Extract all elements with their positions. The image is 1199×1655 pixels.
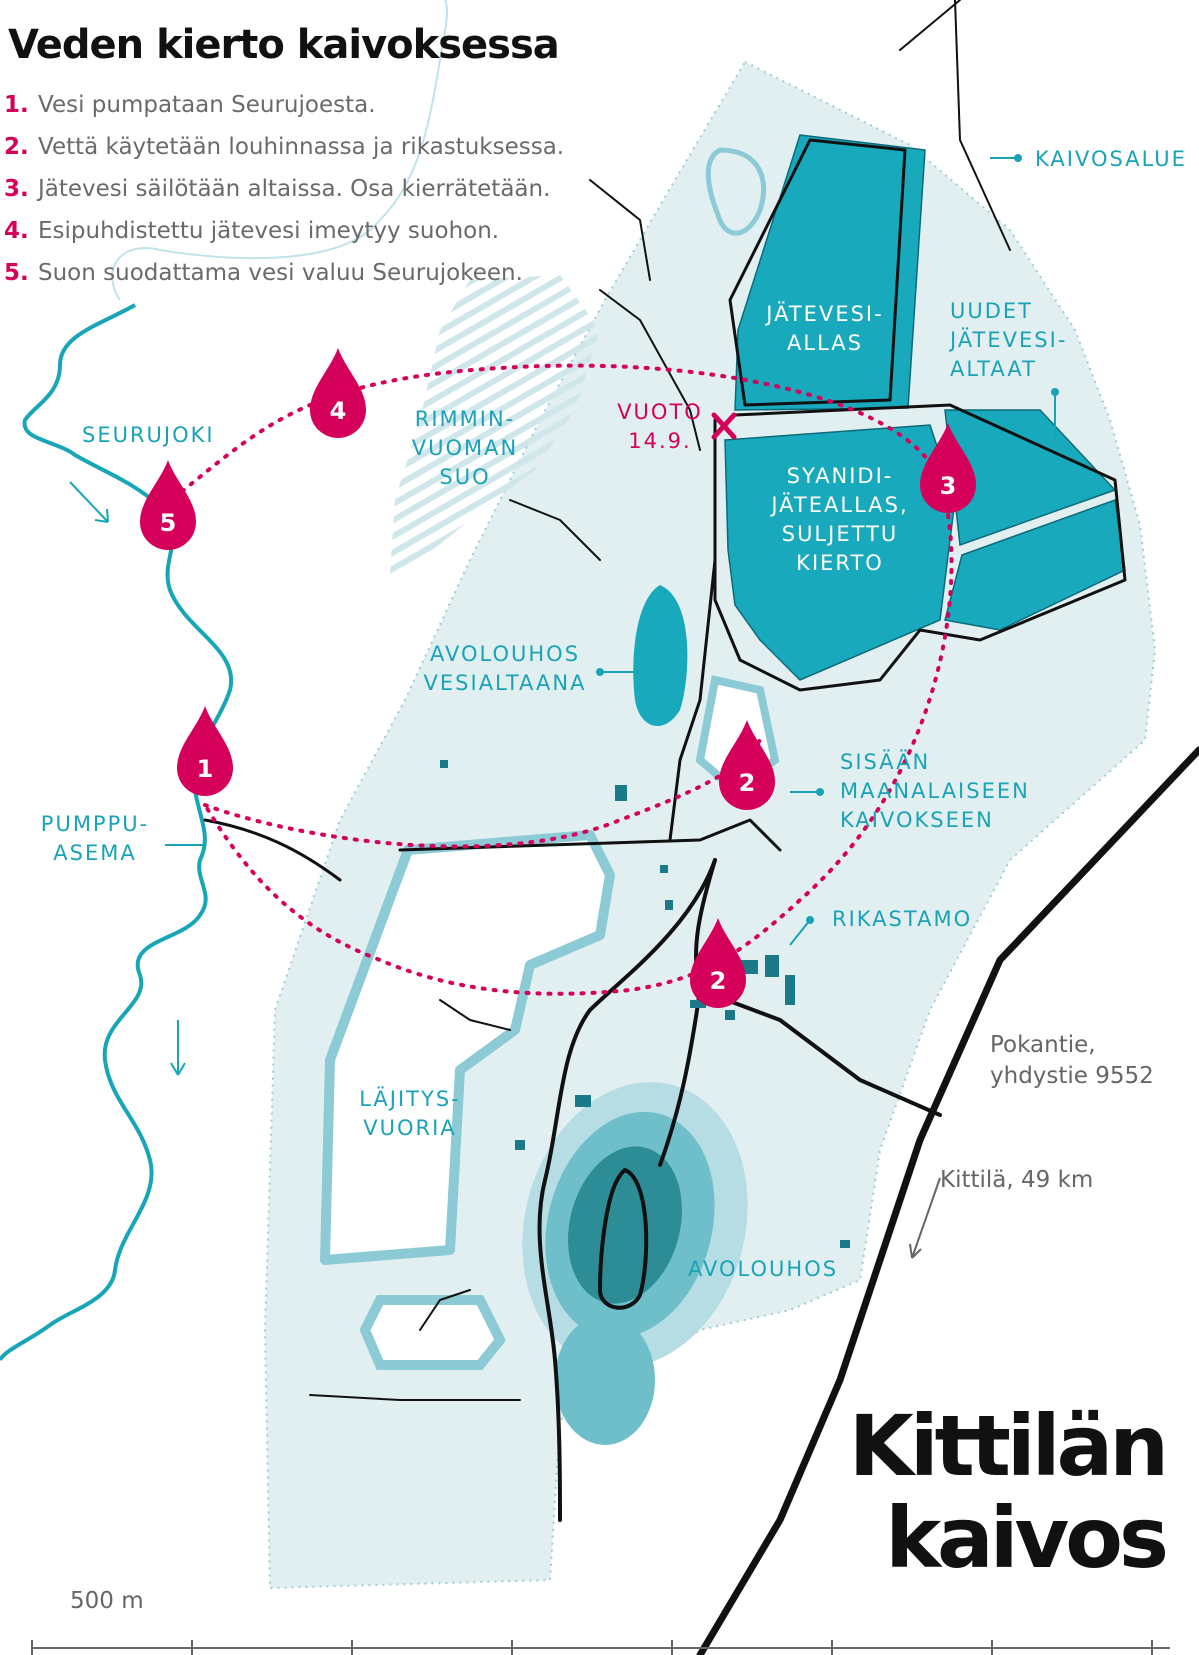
label-kittila-distance: Kittilä, 49 km [940,1167,1094,1193]
marker-drop [719,720,775,810]
scale-bar [31,1640,1170,1655]
marker-number: 3 [940,472,957,500]
step-item: 1. Vesi pumpataan Seurujoesta. [4,92,564,134]
label-avolouhos: AVOLOUHOS [688,1257,839,1281]
marker-4: 4 [310,348,366,438]
roads [203,0,1199,1655]
step-number: 5. [4,260,29,286]
leader-dots [596,154,1059,924]
marker-number: 5 [160,509,177,537]
direction-arrow [909,1177,941,1259]
label-pumppuasema: PUMPPU- ASEMA [40,812,150,865]
leak-marker [711,412,737,440]
marker-1: 1 [177,706,233,796]
pond-top-left [705,147,767,236]
label-uudet-jatevesialtaat: UUDET JÄTEVESI- ALTAAT [950,299,1068,381]
step-number: 1. [4,92,29,118]
flow-arrows [69,481,186,1076]
buildings [440,760,850,1248]
step-text: Suon suodattama vesi valuu Seurujokeen. [38,260,523,286]
marker-2: 2 [690,918,746,1008]
marker-number: 4 [330,397,347,425]
steps-list: 1. Vesi pumpataan Seurujoesta. 2. Vettä kä… [4,92,564,302]
step-text: Jätevesi säilötään altaissa. Osa kierrät… [38,176,551,202]
river-upper [111,0,449,301]
river-seurujoki [0,303,234,1362]
step-number: 2. [4,134,29,160]
leader-lines [165,157,1056,946]
map-title: Veden kierto kaivoksessa [8,22,560,68]
step-item: 3. Jätevesi säilötään altaissa. Osa kierr… [4,176,564,218]
label-syanidijateallas: SYANIDI- JÄTEALLAS, SULJETTU KIERTO [771,464,909,575]
label-vuoto: VUOTO 14.9. [617,400,703,453]
markers: 1 2 2 3 4 5 [140,348,976,1008]
label-rimminvuoman-suo: RIMMIN- VUOMAN SUO [411,407,519,489]
marker-3: 3 [920,423,976,513]
open-pit-rim [597,1167,649,1310]
marker-drop [177,706,233,796]
marker-number: 1 [197,755,214,783]
marker-2: 2 [719,720,775,810]
bog-area [390,275,600,575]
marker-5: 5 [140,460,196,550]
marker-drop [310,348,366,438]
pond-jatevesiallas [734,134,926,411]
marker-drop [690,918,746,1008]
marker-number: 2 [739,769,756,797]
label-pokantie: Pokantie, yhdystie 9552 [990,1032,1154,1089]
label-avolouhos-vesialtaana: AVOLOUHOS VESIALTAANA [423,642,587,695]
marker-number: 2 [710,967,727,995]
step-item: 2. Vettä käytetään louhinnassa ja rikastu… [4,134,564,176]
open-pit-inner [567,1146,683,1304]
step-text: Vesi pumpataan Seurujoesta. [38,92,376,118]
step-item: 5. Suon suodattama vesi valuu Seurujokeen… [4,260,564,302]
label-lajitysvuoria: LÄJITYS- VUORIA [359,1087,461,1140]
step-number: 3. [4,176,29,202]
step-item: 4. Esipuhdistettu jätevesi imeytyy suohon… [4,218,564,260]
step-number: 4. [4,218,29,244]
open-pit-south [555,1315,655,1445]
step-text: Esipuhdistettu jätevesi imeytyy suohon. [38,218,500,244]
waste-rock-heap [320,830,615,1265]
water-cycle-loops [163,363,954,996]
scale-label: 500 m [70,1588,144,1614]
waste-rock-heap-small [359,1295,506,1370]
label-rikastamo: RIKASTAMO [832,907,973,931]
step-text: Vettä käytetään louhinnassa ja rikastuks… [38,134,565,160]
big-title: Kittilän kaivos [848,1397,1169,1587]
label-sisaan-kaivokseen: SISÄÄN MAANALAISEEN KAIVOKSEEN [840,750,1030,832]
marker-drop [140,460,196,550]
marker-drop [920,423,976,513]
label-kaivosalue: KAIVOSALUE [1035,147,1187,171]
label-jatevesiallas: JÄTEVESI- ALLAS [766,302,884,355]
label-seurujoki: SEURUJOKI [82,423,215,447]
pond-uudet-2 [944,498,1126,631]
pond-avolouhos-vesi [633,585,688,727]
